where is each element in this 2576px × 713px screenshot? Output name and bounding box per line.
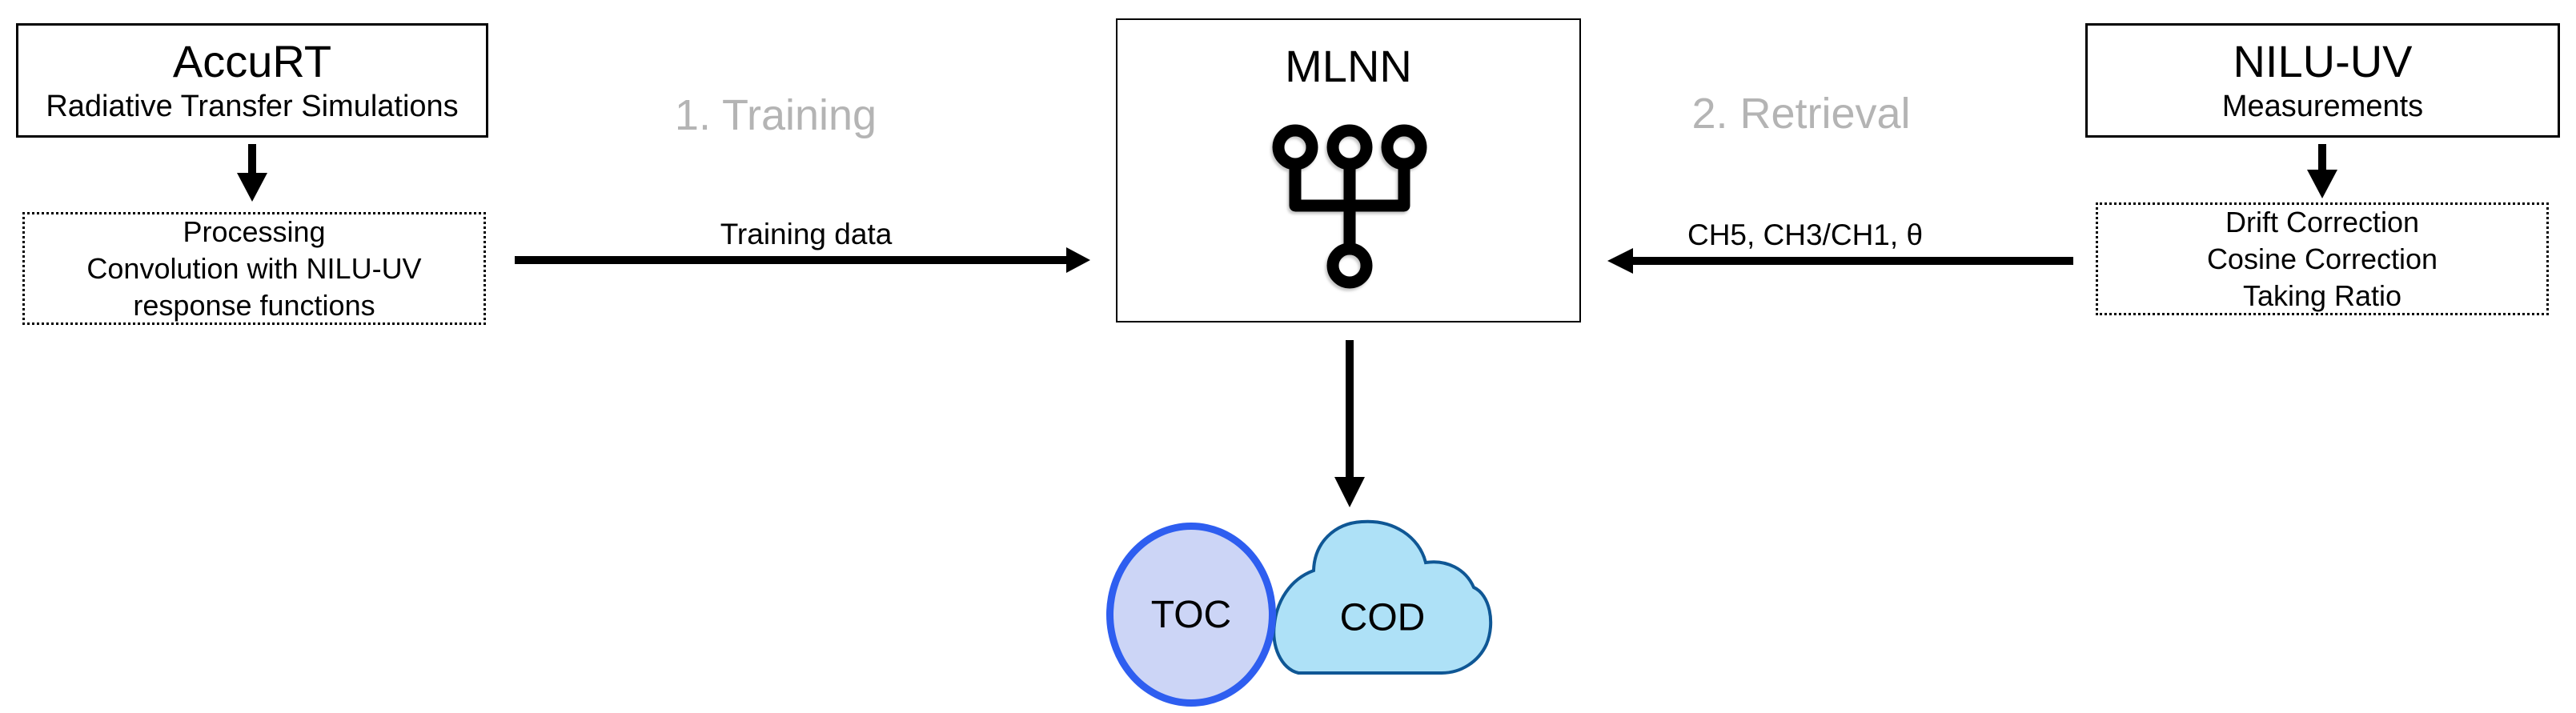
arrow-niluuv-to-corrections — [2307, 144, 2337, 198]
retrieval-inputs-label: CH5, CH3/CH1, θ — [1687, 218, 1924, 251]
corrections-line: Drift Correction — [2225, 205, 2420, 238]
niluuv-subtitle: Measurements — [2221, 89, 2424, 123]
processing-line: Processing — [183, 214, 326, 248]
arrow-mlnn-to-outputs — [1334, 340, 1365, 507]
toc-label: TOC — [1150, 593, 1232, 636]
toc-output-node: TOC — [1106, 523, 1276, 707]
processing-box: Processing Convolution with NILU-UV resp… — [22, 212, 486, 325]
corrections-box: Drift Correction Cosine Correction Takin… — [2096, 202, 2549, 315]
processing-line: response functions — [133, 288, 375, 322]
arrow-retrieval-inputs — [1607, 248, 2073, 274]
accurt-box: AccuRT Radiative Transfer Simulations — [16, 23, 488, 138]
niluuv-box: NILU-UV Measurements — [2085, 23, 2560, 138]
processing-line: Convolution with NILU-UV — [86, 251, 422, 285]
arrow-training-data — [515, 247, 1090, 273]
phase-label-training: 1. Training — [674, 91, 877, 139]
neural-network-tree-icon — [1272, 124, 1427, 289]
training-data-label: Training data — [720, 218, 893, 250]
arrow-accurt-to-processing — [237, 144, 267, 202]
corrections-line: Cosine Correction — [2206, 242, 2438, 275]
corrections-line: Taking Ratio — [2242, 278, 2402, 312]
accurt-subtitle: Radiative Transfer Simulations — [46, 89, 459, 123]
mlnn-title: MLNN — [1285, 41, 1412, 91]
phase-label-retrieval: 2. Retrieval — [1691, 90, 1911, 138]
mlnn-box: MLNN — [1116, 18, 1581, 322]
cod-label: COD — [1339, 596, 1426, 639]
accurt-title: AccuRT — [172, 35, 332, 86]
niluuv-title: NILU-UV — [2233, 35, 2413, 86]
